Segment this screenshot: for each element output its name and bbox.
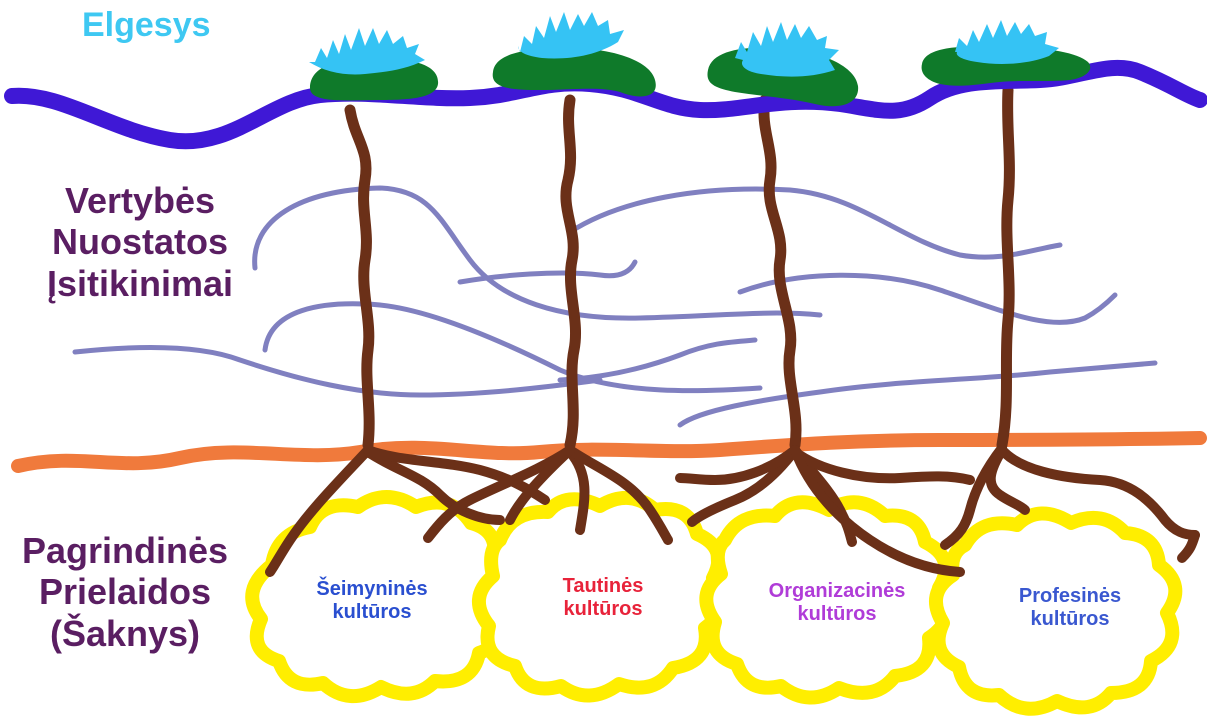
stem-3 [764, 100, 796, 445]
culture-organizational-label: Organizacinės kultūros [752, 580, 922, 626]
culture-professional-label: Profesinės kultūros [985, 585, 1155, 631]
assumptions-label-line-3: (Šaknys) [0, 613, 250, 654]
culture-family-label: Šeimyninės kultūros [287, 578, 457, 624]
behavior-label: Elgesys [82, 6, 211, 45]
stem-1 [350, 110, 369, 445]
culture-national-line-1: Tautinės [518, 575, 688, 598]
culture-national-line-2: kultūros [518, 598, 688, 621]
values-label-line-1: Vertybės [30, 180, 250, 221]
culture-organizational-line-1: Organizacinės [752, 580, 922, 603]
values-label-line-2: Nuostatos [30, 221, 250, 262]
stem-2 [566, 100, 576, 445]
assumptions-label-line-2: Prielaidos [0, 571, 250, 612]
culture-professional-line-2: kultūros [985, 608, 1155, 631]
culture-family-line-1: Šeimyninės [287, 578, 457, 601]
culture-professional-line-1: Profesinės [985, 585, 1155, 608]
assumptions-label-line-1: Pagrindinės [0, 530, 250, 571]
values-label: Vertybės Nuostatos Įsitikinimai [30, 180, 250, 304]
culture-national-label: Tautinės kultūros [518, 575, 688, 621]
values-label-line-3: Įsitikinimai [30, 263, 250, 304]
culture-organizational-line-2: kultūros [752, 603, 922, 626]
culture-family-line-2: kultūros [287, 601, 457, 624]
assumptions-label: Pagrindinės Prielaidos (Šaknys) [0, 530, 250, 654]
stem-4 [1002, 90, 1009, 445]
